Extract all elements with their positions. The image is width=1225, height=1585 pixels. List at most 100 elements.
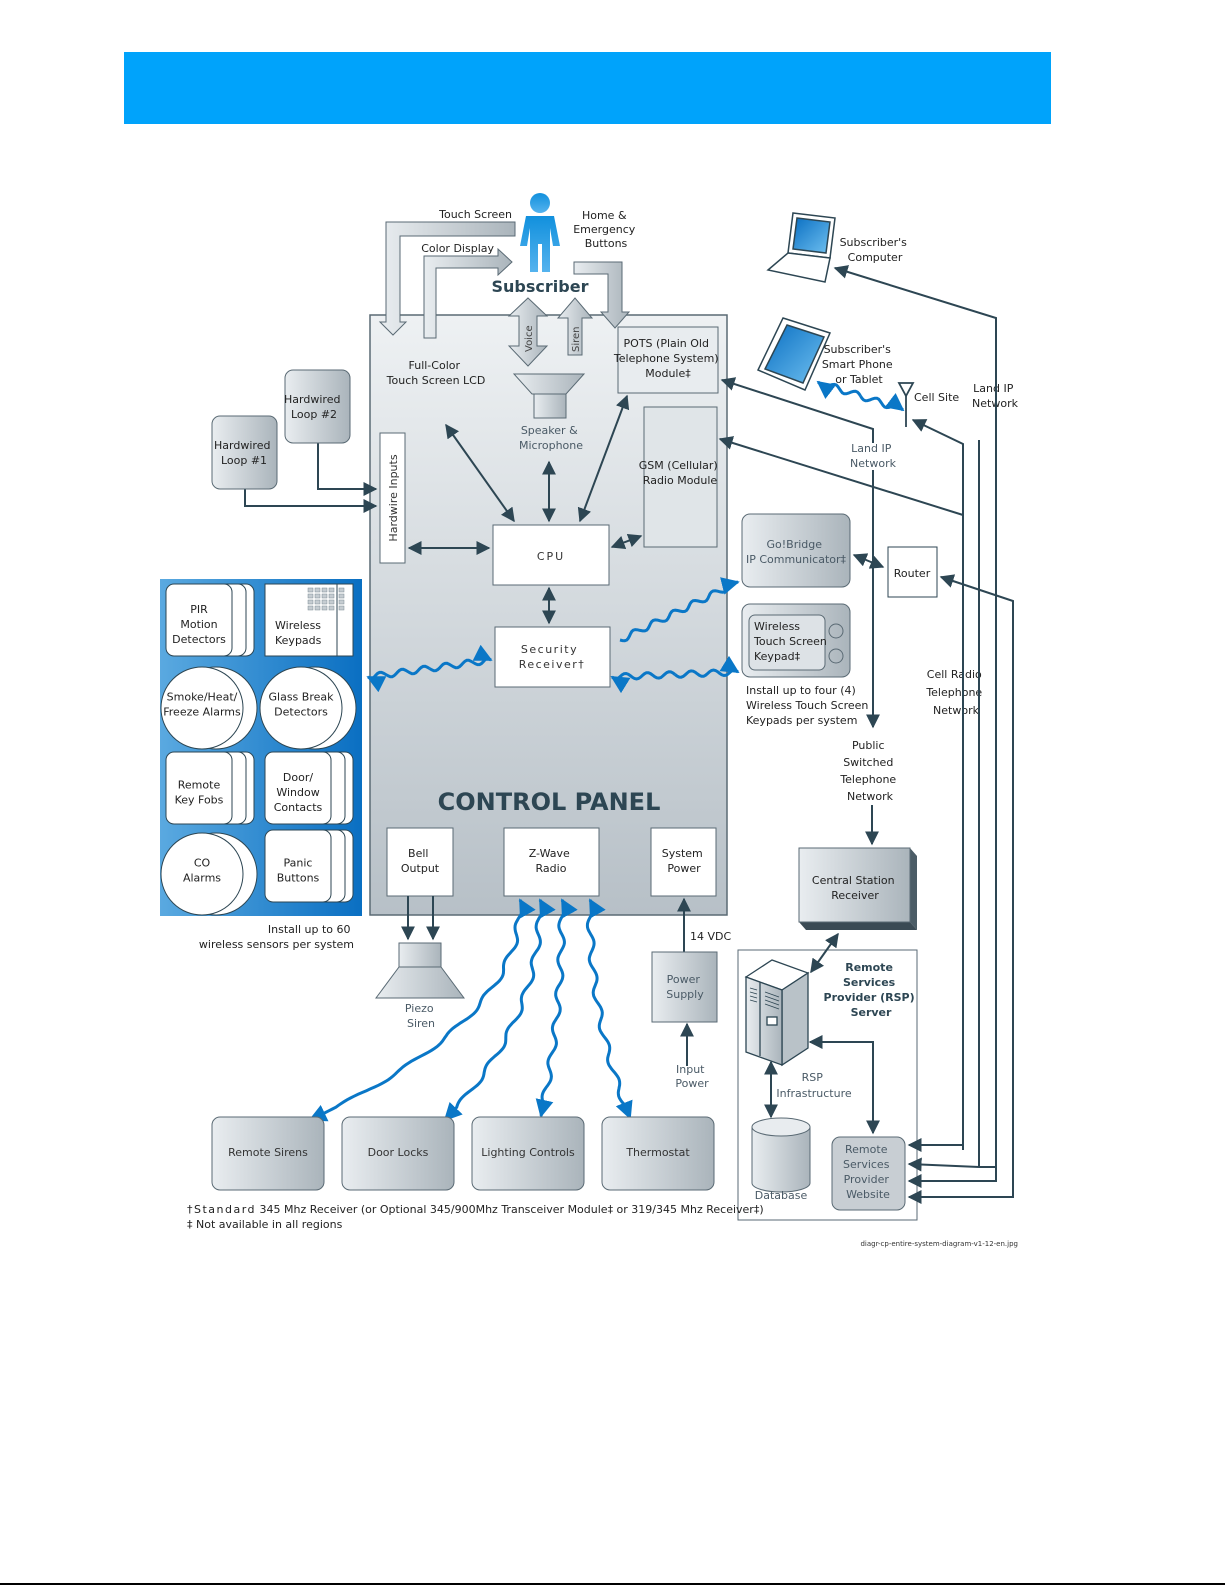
wtsk-label: Wireless Touch Screen Keypad‡ [753, 620, 830, 663]
phone-cellsite-link [859, 393, 905, 412]
hardwired-loop-2 [284, 369, 351, 444]
gobridge-label: Go!Bridge IP Communicator‡ [746, 538, 847, 566]
central-station-label: Central Station Receiver [812, 874, 898, 902]
security-receiver-label: Security Receiver† [519, 643, 586, 671]
home-emergency-label: Home & Emergency Buttons [573, 209, 639, 250]
system-power [650, 827, 717, 897]
gsm-module [643, 406, 718, 548]
color-display-arrow [423, 247, 513, 339]
touch-screen-label: Touch Screen [438, 208, 512, 221]
wtsk-receiver-link [674, 655, 740, 679]
color-display-label: Color Display [421, 242, 494, 255]
zwave-link [585, 898, 633, 1120]
zwave-link [443, 898, 556, 1122]
zwave-devices: Remote Sirens Door Locks Lighting Controls… [211, 1116, 715, 1191]
land-ip-mid-label: Land IP Network [850, 442, 897, 470]
header-banner [124, 52, 1051, 124]
database-label: Database [755, 1189, 808, 1202]
zwave-device: Door Locks [341, 1116, 455, 1191]
wireless-links [308, 380, 905, 1122]
piezo-siren-label: Piezo Siren [405, 1002, 437, 1030]
zwave-device: Remote Sirens [211, 1116, 325, 1191]
bell-output-label: Bell Output [401, 847, 440, 875]
speaker-label: Speaker & Microphone [519, 424, 583, 452]
cpu-label: CPU [537, 550, 565, 563]
network-connectors [718, 265, 1014, 1204]
speaker-icon [512, 373, 586, 419]
hardwired-loop-1 [211, 415, 278, 490]
zwave-radio [503, 827, 600, 897]
hardwire-inputs [379, 432, 406, 564]
dagger-footnote: †Standard 345 Mhz Receiver (or Optional … [187, 1203, 764, 1216]
power-supply [651, 951, 718, 1023]
gobridge-communicator [741, 513, 851, 588]
zwave-link [535, 898, 578, 1118]
cell-site-label: Cell Site [914, 391, 959, 404]
router-label: Router [894, 567, 931, 580]
server-icon [744, 959, 810, 1067]
gobridge-receiver-link [619, 577, 740, 643]
zwave-device-label: Door Locks [368, 1146, 429, 1159]
phone-cellsite-link [816, 380, 862, 399]
person-icon [520, 193, 560, 272]
subscriber-title: Subscriber [492, 277, 589, 296]
sensor-label: Smoke/Heat/Freeze Alarms [163, 691, 241, 719]
computer-label: Subscriber's Computer [840, 236, 911, 264]
keypad-screen [748, 614, 826, 671]
security-receiver [494, 626, 611, 688]
page-bottom-rule [0, 1583, 1225, 1585]
hardwired-loop-2-label: Hardwired Loop #2 [284, 393, 344, 421]
double-dagger-footnote: ‡ Not available in all regions [187, 1218, 343, 1231]
wtsk-receiver-link [610, 670, 676, 694]
hardwire-inputs-label: Hardwire Inputs [387, 454, 400, 541]
pots-label: POTS (Plain Old Telephone System) Module… [613, 337, 722, 380]
voice-arrow [507, 297, 549, 367]
vdc-label: 14 VDC [690, 930, 731, 943]
zwave-device-label: Remote Sirens [228, 1146, 308, 1159]
zwave-radio-label: Z-Wave Radio [529, 847, 574, 875]
bell-output [386, 827, 454, 897]
zwave-device: Thermostat [601, 1116, 715, 1191]
sensor-item: Smoke/Heat/Freeze Alarms [160, 666, 258, 750]
touch-screen-arrow [378, 221, 516, 336]
wtsk-note: Install up to four (4) Wireless Touch Sc… [746, 684, 872, 727]
zwave-device-label: Lighting Controls [481, 1146, 575, 1159]
system-power-label: System Power [662, 847, 707, 875]
siren-label: Siren [571, 326, 582, 352]
zwave-device-label: Thermostat [625, 1146, 690, 1159]
pstn-label: Public Switched Telephone Network [839, 739, 899, 803]
laptop-icon [766, 212, 836, 283]
cell-radio-label: Cell Radio Telephone Network [925, 668, 985, 717]
antenna-icon [897, 382, 915, 427]
sensor-receiver-link [428, 644, 493, 673]
sensor-receiver-link [366, 664, 431, 693]
lcd-label: Full-Color Touch Screen LCD [386, 359, 486, 387]
input-power-label: Input Power [675, 1063, 709, 1090]
tablet-icon [756, 317, 832, 391]
pots-module [617, 326, 719, 394]
control-panel-title: CONTROL PANEL [438, 788, 661, 816]
power-supply-label: Power Supply [666, 973, 704, 1001]
phone-label: Subscriber's Smart Phone or Tablet [822, 343, 896, 386]
voice-label: Voice [524, 325, 535, 352]
gsm-label: GSM (Cellular) Radio Module [639, 459, 721, 487]
sensors-note: Install up to 60 wireless sensors per sy… [199, 923, 354, 951]
hardwired-loop-1-label: Hardwired Loop #1 [214, 439, 274, 467]
central-station-receiver [798, 847, 917, 930]
keypad-button [828, 623, 844, 639]
home-emergency-arrow [573, 261, 631, 329]
database-icon [751, 1117, 811, 1193]
